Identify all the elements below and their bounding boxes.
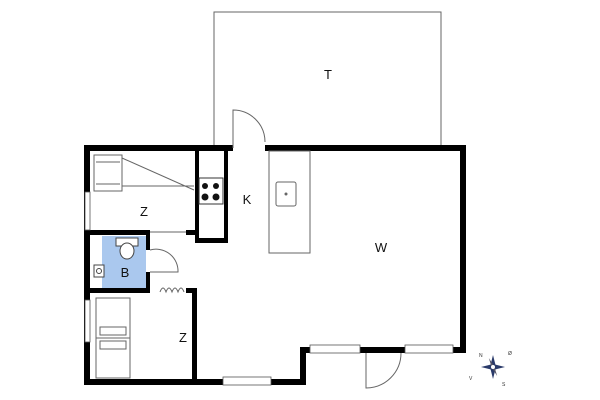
room-label-bathroom: B — [121, 265, 130, 280]
terrace — [213, 11, 442, 146]
doors — [149, 109, 402, 389]
room-label-bedroom-upper: Z — [140, 204, 148, 219]
room-label-bedroom-lower: Z — [179, 330, 187, 345]
room-label-kitchen: K — [243, 192, 252, 207]
room-label-terrace: T — [324, 67, 332, 82]
stove — [198, 177, 224, 205]
lower-beds — [95, 297, 131, 379]
compass-north: N — [479, 353, 483, 359]
room-label-living: W — [375, 240, 388, 255]
compass-rose-icon: N Ø S V — [469, 351, 512, 388]
compass-west: V — [469, 376, 473, 382]
compass-south: S — [502, 382, 506, 388]
bathroom-fixtures — [93, 237, 139, 278]
windows — [84, 191, 454, 386]
bathroom-floor — [102, 236, 146, 288]
exterior-walls — [84, 145, 466, 385]
kitchen-counter — [268, 150, 311, 254]
upper-bed — [93, 154, 195, 192]
heater — [159, 287, 185, 294]
compass-east: Ø — [508, 351, 512, 357]
interior-walls — [90, 151, 228, 380]
